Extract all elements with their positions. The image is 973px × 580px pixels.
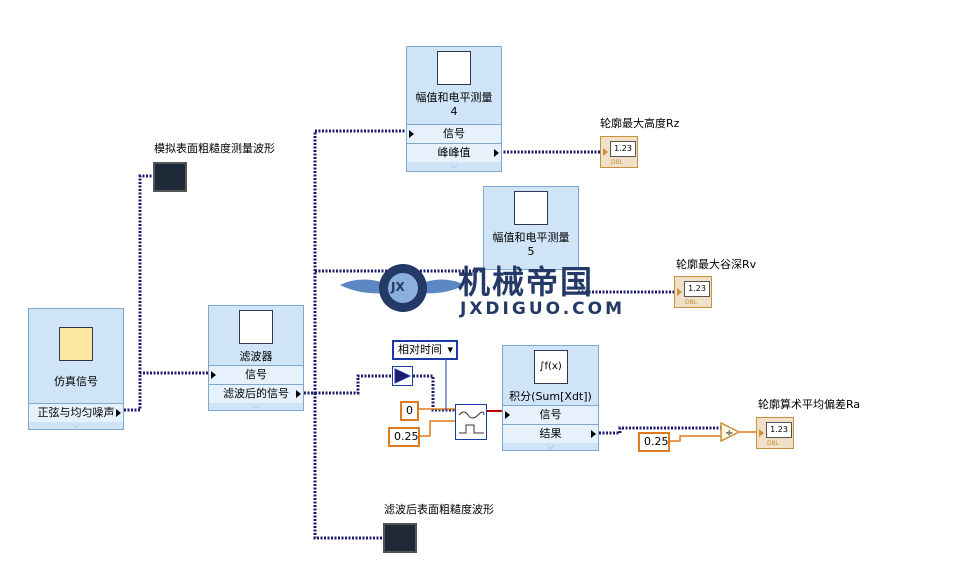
expand-arrow-icon[interactable]: ⌵ [252,402,260,412]
filtered-waveform-label[interactable]: 滤波后表面粗糙度波形 [384,503,494,516]
integral-title: 积分(Sum[Xdt]) [509,390,592,403]
integral-input-terminal[interactable]: 信号 [503,405,598,424]
amplitude-measure-title: 幅值和电平测量 [492,231,570,244]
amplitude-measure-node-4[interactable]: 幅值和电平测量 4 信号 峰峰值 ⌵ [406,46,502,172]
integral-icon: ∫f(x) [533,350,568,384]
simulate-signal-title: 仿真信号 [54,375,98,388]
svg-text:÷: ÷ [725,428,733,439]
divide-icon: ÷ [720,421,741,443]
integral-output-terminal[interactable]: 结果 [503,424,598,443]
time-mode-selector[interactable]: 相对时间 ▾ [392,340,458,360]
filtered-waveform-graph-terminal[interactable] [383,523,417,553]
watermark-logo: JX 机械帝国 JXDIGUO.COM [340,255,632,321]
filter-icon [239,310,273,344]
amplitude-measure-icon [437,51,471,85]
waveform-icon [458,411,485,434]
filter-output-terminal[interactable]: 滤波后的信号 [209,384,303,403]
quarter-constant-divisor[interactable]: 0.25 [638,432,670,452]
simulate-signal-icon [59,327,93,361]
expand-arrow-icon[interactable]: ⌵ [450,161,458,171]
amplitude-input-terminal[interactable]: 信号 [407,124,501,143]
simulate-signal-node[interactable]: 仿真信号 正弦与均匀噪声 ⌵ [28,308,124,431]
rv-indicator[interactable]: 1.23 DBL [674,276,712,308]
expand-arrow-icon[interactable]: ⌵ [72,421,80,431]
watermark-title: 机械帝国 [458,263,595,301]
watermark-gear-wings-icon [340,264,465,312]
rv-label[interactable]: 轮廓最大谷深Rv [676,258,757,271]
amplitude-measure-title: 幅值和电平测量 [415,91,493,104]
ra-label[interactable]: 轮廓算术平均偏差Ra [758,398,861,411]
convert-to-double-node[interactable] [392,366,413,386]
filter-input-terminal[interactable]: 信号 [209,365,303,384]
integral-node[interactable]: ∫f(x) 积分(Sum[Xdt]) 信号 结果 ⌵ [502,345,599,452]
filter-node[interactable]: 滤波器 信号 滤波后的信号 ⌵ [208,305,304,412]
simulate-signal-output-terminal[interactable]: 正弦与均匀噪声 [29,403,123,422]
divide-node[interactable]: ÷ [720,421,741,443]
watermark-badge: JX [391,280,405,294]
raw-waveform-graph-terminal[interactable] [153,162,187,192]
rz-indicator[interactable]: 1.23 DBL [600,136,638,168]
expand-arrow-icon[interactable]: ⌵ [547,442,554,452]
amplitude-measure-index: 5 [527,245,535,258]
raw-waveform-label[interactable]: 模拟表面粗糙度测量波形 [154,142,275,155]
rz-label[interactable]: 轮廓最大高度Rz [600,117,680,130]
amplitude-measure-node-5[interactable]: 幅值和电平测量 5 [483,186,579,270]
ra-indicator[interactable]: 1.23 DBL [756,417,794,449]
filter-title: 滤波器 [239,350,273,363]
amplitude-measure-index: 4 [450,105,458,118]
amplitude-measure-icon [514,191,548,225]
dropdown-arrow-icon: ▾ [447,343,453,356]
quarter-constant[interactable]: 0.25 [388,427,420,447]
watermark-url: JXDIGUO.COM [460,299,626,319]
peak-to-peak-terminal[interactable]: 峰峰值 [407,143,501,162]
build-waveform-node[interactable] [455,404,487,440]
zero-constant[interactable]: 0 [400,401,419,421]
convert-triangle-icon [394,368,412,384]
